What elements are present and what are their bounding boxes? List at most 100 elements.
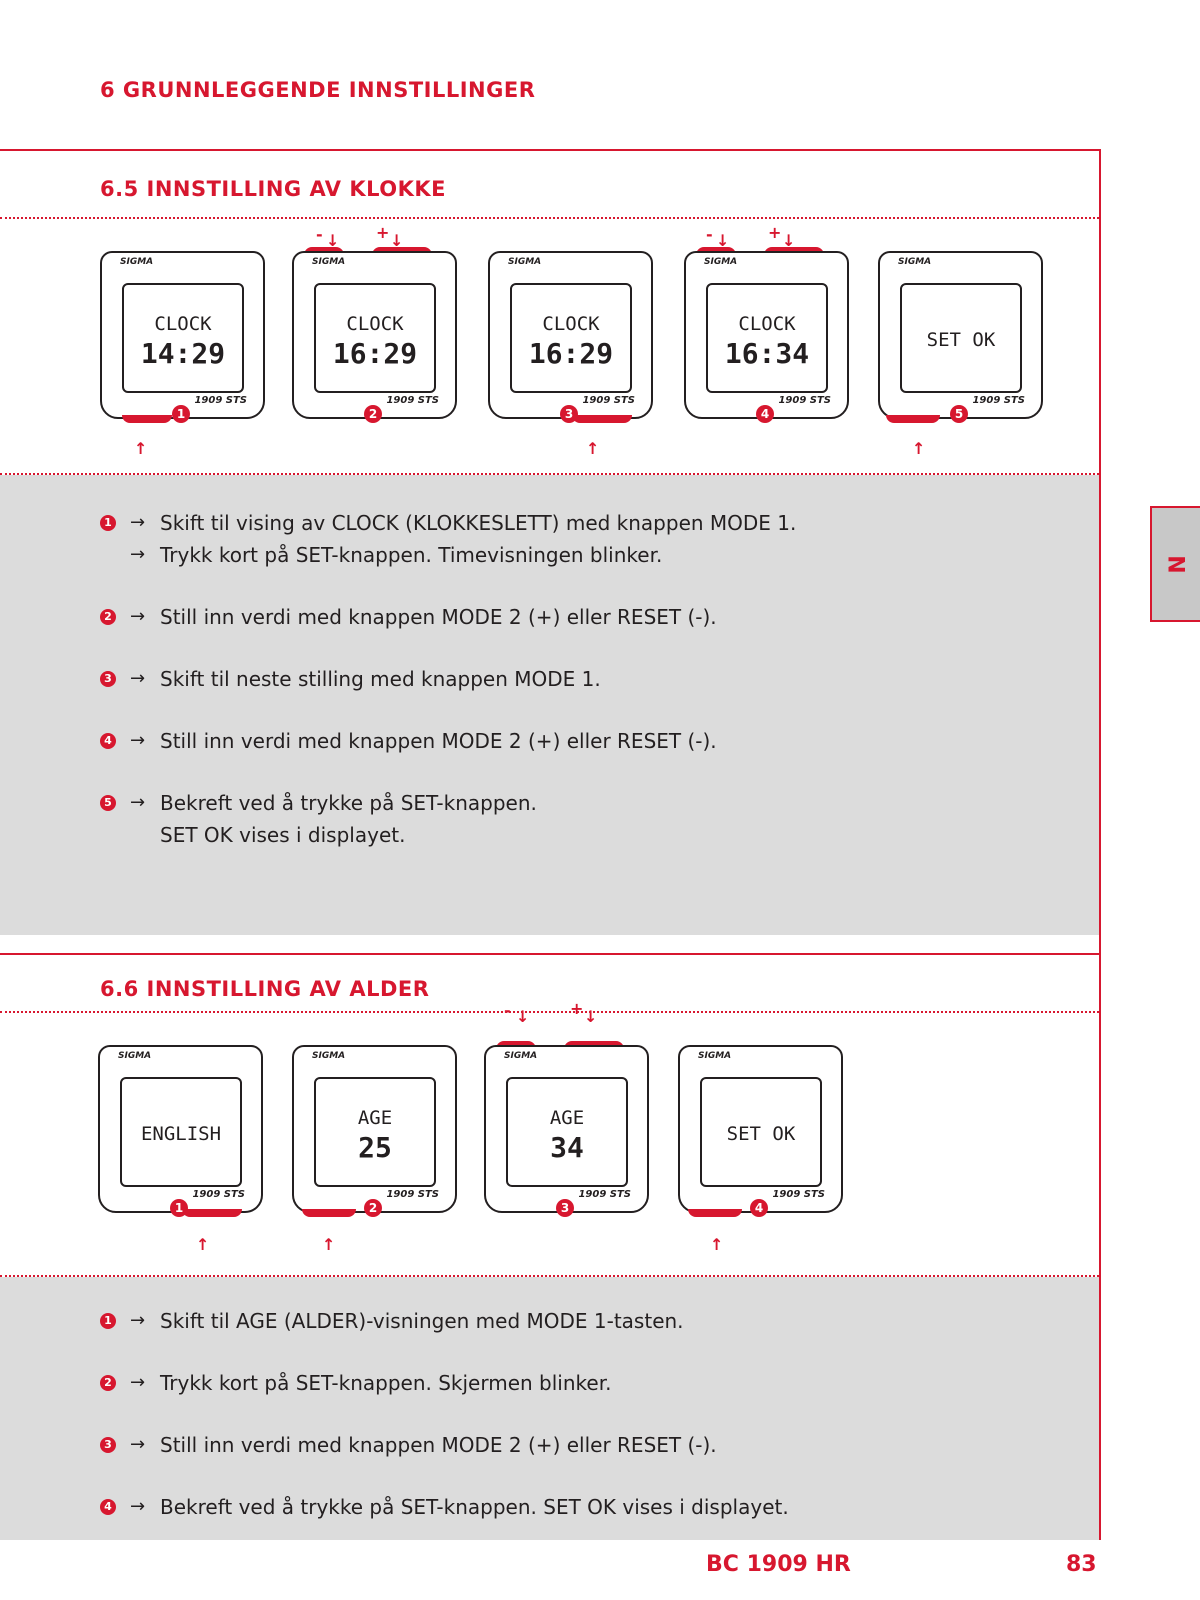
language-tab-label: N (1162, 555, 1188, 574)
press-arrow-down-icon: ↓ (782, 231, 796, 250)
lcd-line1: CLOCK (542, 313, 600, 335)
lcd-screen: ENGLISH (120, 1077, 242, 1187)
step-number: 1 (100, 1313, 116, 1329)
step-item: 3 → Skift til neste stilling med knappen … (100, 663, 1060, 695)
device-4: SIGMA SET OK 1909 STS 4 (678, 1027, 843, 1217)
steps-panel (0, 475, 1099, 935)
step-item: 4 → Still inn verdi med knappen MODE 2 (+… (100, 725, 1060, 757)
lcd-line1: CLOCK (738, 313, 796, 335)
lcd-line2: 16:34 (724, 337, 810, 370)
brand-logo: SIGMA (698, 1051, 732, 1061)
device-2: SIGMA CLOCK 16:29 1909 STS 2 (292, 233, 457, 423)
steps-list: 1 → Skift til AGE (ALDER)-visningen med M… (100, 1305, 1060, 1523)
step-number: 2 (100, 1375, 116, 1391)
set-button[interactable] (302, 1209, 356, 1217)
step-text: Still inn verdi med knappen MODE 2 (+) e… (160, 1433, 717, 1457)
press-arrow-up-icon: ↑ (134, 439, 148, 458)
device-5: SIGMA SET OK 1909 STS 5 (878, 233, 1043, 423)
step-number: 3 (556, 1199, 574, 1217)
mode1-button[interactable] (182, 1209, 242, 1217)
step-number: 2 (100, 609, 116, 625)
device-4: SIGMA CLOCK 16:34 1909 STS 4 (684, 233, 849, 423)
lcd-screen: CLOCK 16:34 (706, 283, 828, 393)
lcd-line2: 34 (550, 1131, 584, 1164)
step-item: 5 →Bekreft ved å trykke på SET-knappen. … (100, 787, 1060, 851)
step-item: 2 →Trykk kort på SET-knappen. Skjermen b… (100, 1367, 1060, 1399)
page-number: 83 (1066, 1552, 1097, 1577)
set-button[interactable] (688, 1209, 742, 1217)
lcd-screen: CLOCK 16:29 (314, 283, 436, 393)
arrow-right-icon: → (130, 1310, 146, 1331)
step-number: 1 (172, 405, 190, 423)
press-arrow-down-icon: ↓ (390, 231, 404, 250)
model-label: 1909 STS (386, 1189, 439, 1200)
model-label: 1909 STS (582, 395, 635, 406)
press-arrow-up-icon: ↑ (710, 1235, 724, 1254)
press-arrow-down-icon: ↓ (584, 1007, 598, 1026)
step-text: Still inn verdi med knappen MODE 2 (+) e… (160, 605, 717, 629)
brand-logo: SIGMA (312, 257, 346, 267)
arrow-right-icon: → (130, 792, 146, 813)
step-number: 3 (560, 405, 578, 423)
arrow-right-icon: → (130, 544, 146, 565)
arrow-right-icon: → (130, 668, 146, 689)
lcd-line1: SET OK (926, 329, 996, 351)
lcd-screen: SET OK (700, 1077, 822, 1187)
model-label: 1909 STS (778, 395, 831, 406)
device-1: SIGMA ENGLISH 1909 STS 1 (98, 1027, 263, 1217)
step-item: 1 →Skift til vising av CLOCK (KLOKKESLET… (100, 507, 1060, 571)
lcd-screen: AGE 34 (506, 1077, 628, 1187)
divider (0, 217, 1099, 219)
step-item: 3 →Still inn verdi med knappen MODE 2 (+… (100, 1429, 1060, 1461)
lcd-screen: SET OK (900, 283, 1022, 393)
divider (0, 473, 1099, 475)
step-number: 3 (100, 1437, 116, 1453)
step-number: 1 (100, 515, 116, 531)
model-label: 1909 STS (578, 1189, 631, 1200)
plus-label: + (768, 223, 782, 242)
chapter-title: 6 GRUNNLEGGENDE INNSTILLINGER (100, 78, 536, 102)
step-text: Still inn verdi med knappen MODE 2 (+) e… (160, 729, 717, 753)
step-text: Trykk kort på SET-knappen. Skjermen blin… (160, 1371, 612, 1395)
press-arrow-down-icon: ↓ (716, 231, 730, 250)
step-number: 1 (170, 1199, 188, 1217)
arrow-right-icon: → (130, 512, 146, 533)
lcd-line1: SET OK (726, 1123, 796, 1145)
step-text: SET OK vises i displayet. (160, 823, 406, 847)
step-number: 5 (100, 795, 116, 811)
divider (0, 1011, 1099, 1013)
lcd-screen: CLOCK 16:29 (510, 283, 632, 393)
step-number: 4 (100, 733, 116, 749)
set-button[interactable] (886, 415, 940, 423)
lcd-line1: CLOCK (346, 313, 404, 335)
device-2: SIGMA AGE 25 1909 STS 2 (292, 1027, 457, 1217)
step-number: 4 (756, 405, 774, 423)
device-3: SIGMA AGE 34 1909 STS 3 (484, 1027, 649, 1217)
step-number: 3 (100, 671, 116, 687)
mode1-button[interactable] (572, 415, 632, 423)
model-label: 1909 STS (972, 395, 1025, 406)
set-button[interactable] (122, 415, 172, 423)
section-title: 6.6 INNSTILLING AV ALDER (100, 977, 430, 1001)
reset-label: - (316, 225, 323, 244)
press-arrow-up-icon: ↑ (322, 1235, 336, 1254)
reset-label: - (706, 225, 713, 244)
arrow-right-icon: → (130, 1496, 146, 1517)
device-3: SIGMA CLOCK 16:29 1909 STS 3 (488, 233, 653, 423)
model-label: 1909 STS (386, 395, 439, 406)
step-text: Bekreft ved å trykke på SET-knappen. SET… (160, 1495, 789, 1519)
language-tab[interactable]: N (1150, 506, 1200, 622)
brand-logo: SIGMA (504, 1051, 538, 1061)
lcd-line2: 16:29 (332, 337, 418, 370)
model-label: 1909 STS (194, 395, 247, 406)
arrow-right-icon: → (130, 730, 146, 751)
lcd-line1: CLOCK (154, 313, 212, 335)
step-text: Skift til neste stilling med knappen MOD… (160, 667, 601, 691)
step-text: Bekreft ved å trykke på SET-knappen. (160, 791, 537, 815)
press-arrow-up-icon: ↑ (196, 1235, 210, 1254)
step-item: 1 → Skift til AGE (ALDER)-visningen med M… (100, 1305, 1060, 1337)
brand-logo: SIGMA (898, 257, 932, 267)
step-number: 5 (950, 405, 968, 423)
arrow-right-icon: → (130, 606, 146, 627)
step-text: Skift til AGE (ALDER)-visningen med MODE… (160, 1309, 684, 1333)
